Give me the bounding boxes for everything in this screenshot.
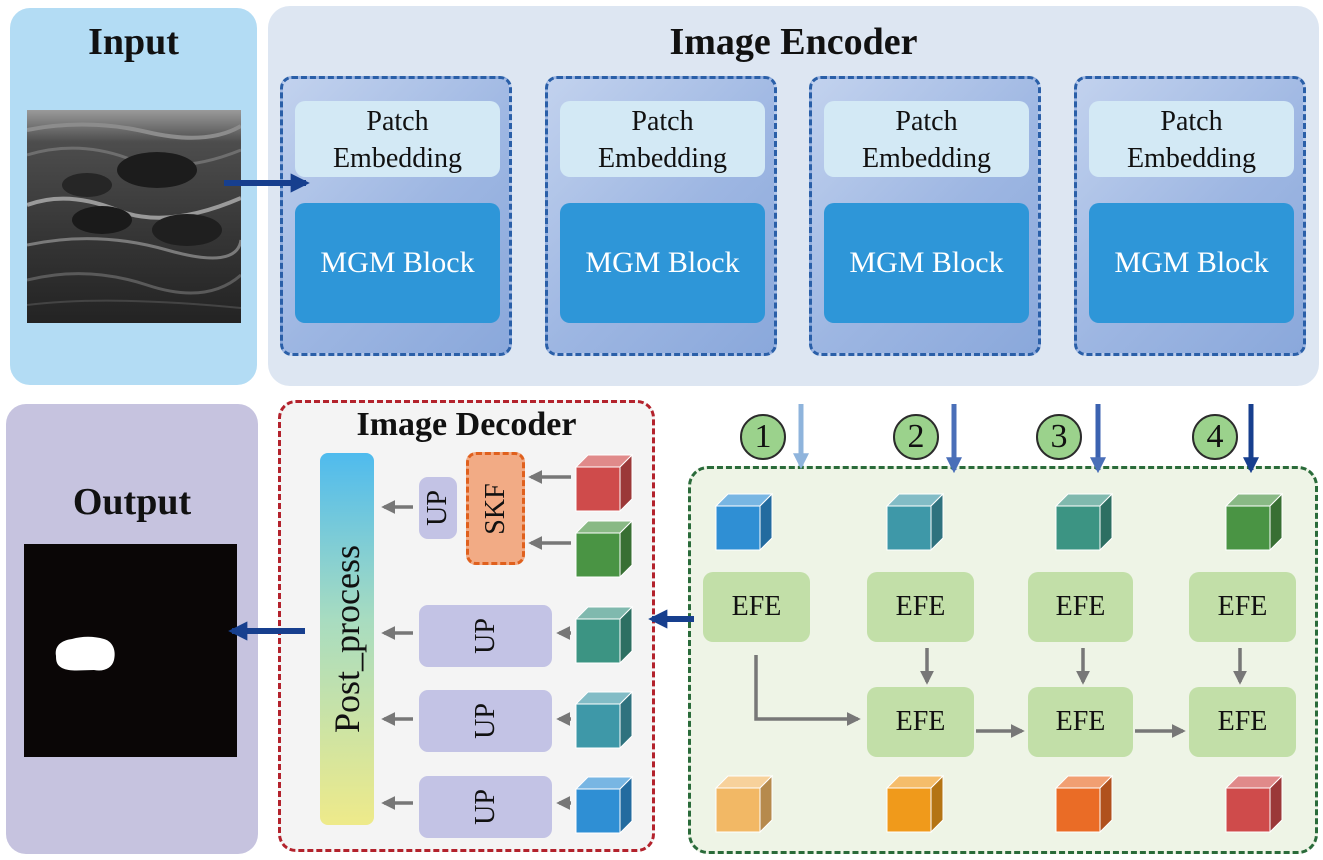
post-process-bar (320, 453, 374, 825)
efe-block-top-2: EFE (867, 572, 974, 642)
ultrasound-image (27, 110, 241, 323)
cube-orange (885, 774, 945, 834)
output-title: Output (72, 481, 192, 523)
up-block-small: UP (419, 477, 457, 539)
input-title: Input (88, 21, 179, 63)
efe-block-bottom-3: EFE (1028, 687, 1133, 757)
decoder-title: Image Decoder (356, 406, 577, 443)
up-block: UP (419, 776, 552, 838)
segmentation-mask (24, 544, 237, 757)
efe-block-top-1: EFE (703, 572, 810, 642)
cube-teal (885, 492, 945, 552)
mgm-block: MGM Block (824, 203, 1029, 323)
stage-number-2: 2 (893, 414, 939, 460)
efe-block-top-3: EFE (1028, 572, 1133, 642)
cube-blue (714, 492, 774, 552)
efe-block-top-4: EFE (1189, 572, 1296, 642)
stage-number-3: 3 (1036, 414, 1082, 460)
up-block: UP (419, 605, 552, 667)
cube-teal (574, 690, 634, 750)
mgm-block: MGM Block (560, 203, 765, 323)
cube-darkorange (1054, 774, 1114, 834)
up-block: UP (419, 690, 552, 752)
cube-red (1224, 774, 1284, 834)
efe-arrow-1-to-2 (754, 655, 861, 726)
stage-number-4: 4 (1192, 414, 1238, 460)
cube-seagreen (1054, 492, 1114, 552)
cube-green (574, 519, 634, 579)
cube-lightorange (714, 774, 774, 834)
cube-red (574, 453, 634, 513)
mgm-block: MGM Block (295, 203, 500, 323)
mgm-block: MGM Block (1089, 203, 1294, 323)
cube-blue (574, 775, 634, 835)
efe-panel (688, 466, 1318, 854)
skf-block: SKF (466, 452, 525, 565)
cube-seagreen (574, 605, 634, 665)
stage-number-1: 1 (740, 414, 786, 460)
efe-block-bottom-4: EFE (1189, 687, 1296, 757)
cube-green (1224, 492, 1284, 552)
efe-block-bottom-2: EFE (867, 687, 974, 757)
encoder-title: Image Encoder (669, 21, 918, 63)
